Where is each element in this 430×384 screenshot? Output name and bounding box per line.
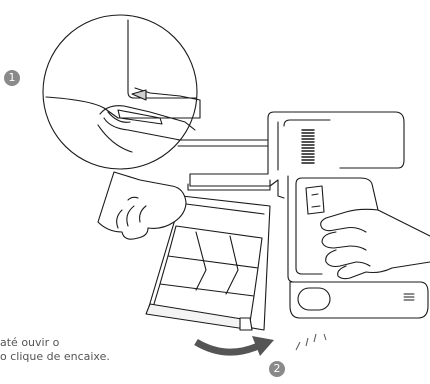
vacuum-body (188, 112, 428, 318)
caption-line-1: até ouvir o (0, 336, 175, 350)
magnifier-detail (43, 15, 200, 169)
left-hand (98, 172, 186, 239)
vent-grille (302, 130, 314, 163)
caption-line-2: o clique de encaixe. (0, 350, 175, 364)
instruction-caption: até ouvir o o clique de encaixe. (0, 336, 175, 364)
right-hand (321, 209, 430, 278)
step-badge-1: 1 (4, 70, 20, 86)
impact-lines (296, 334, 326, 350)
step-badge-2: 2 (269, 361, 285, 377)
rotate-arrow (196, 336, 274, 356)
